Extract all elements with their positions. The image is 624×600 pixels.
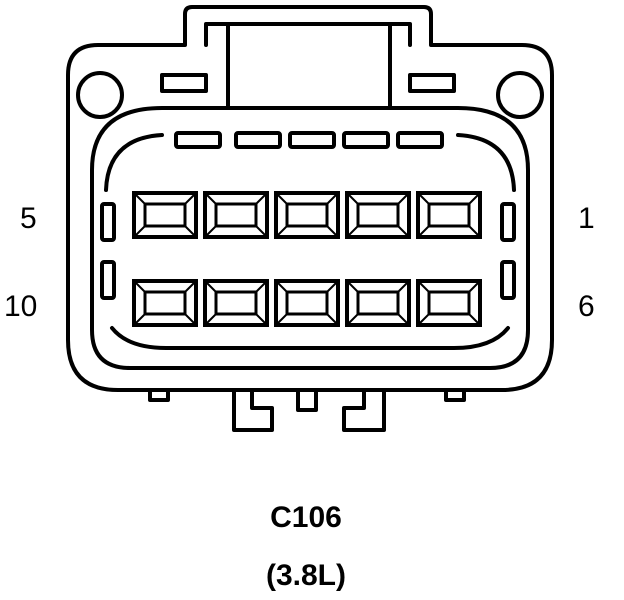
pin-label-bottom-left: 10 (4, 290, 38, 323)
connector-inner-wall (90, 106, 530, 370)
pin-label-top-left: 5 (20, 202, 37, 235)
bottom-tab-center (296, 388, 318, 412)
engine-note: (3.8L) (265, 559, 346, 592)
side-rib-right-bottom (500, 260, 516, 300)
side-rib-left-top (100, 202, 116, 242)
pin-cavity (274, 279, 340, 327)
bottom-tab-left (148, 388, 170, 402)
rib (288, 131, 336, 149)
rib (396, 131, 444, 149)
latch-slot (226, 22, 392, 110)
pin-cavity (345, 279, 411, 327)
pin-cavity (345, 191, 411, 239)
key-arc-top-left (104, 133, 164, 192)
corner-hole-right (496, 71, 544, 119)
connector-id: C106 (270, 501, 342, 534)
key-arc-top-right (456, 133, 516, 192)
top-rib-row (174, 131, 444, 149)
pin-cavity (203, 191, 269, 239)
key-arc-bottom (110, 326, 510, 350)
latch-inner (204, 22, 412, 47)
pin-label-top-right: 1 (578, 202, 595, 235)
side-rib-left-bottom (100, 260, 116, 300)
pin-cavity (203, 279, 269, 327)
bottom-latch-right (342, 390, 386, 432)
bottom-latch-left (232, 390, 274, 432)
pin-cavity (132, 279, 198, 327)
side-rib-right-top (500, 202, 516, 242)
pin-cavity (416, 191, 482, 239)
rib (234, 131, 282, 149)
rib (342, 131, 390, 149)
pin-cavity (416, 279, 482, 327)
rib (174, 131, 222, 149)
pin-cavity (132, 191, 198, 239)
pin-label-bottom-right: 6 (578, 290, 595, 323)
bottom-tab-right (444, 388, 466, 402)
top-tab-left (160, 73, 208, 93)
pin-cavity (274, 191, 340, 239)
connector-housing-outline (66, 5, 554, 392)
top-tab-right (408, 73, 456, 93)
corner-hole-left (76, 71, 124, 119)
pin-cavities (132, 191, 482, 327)
